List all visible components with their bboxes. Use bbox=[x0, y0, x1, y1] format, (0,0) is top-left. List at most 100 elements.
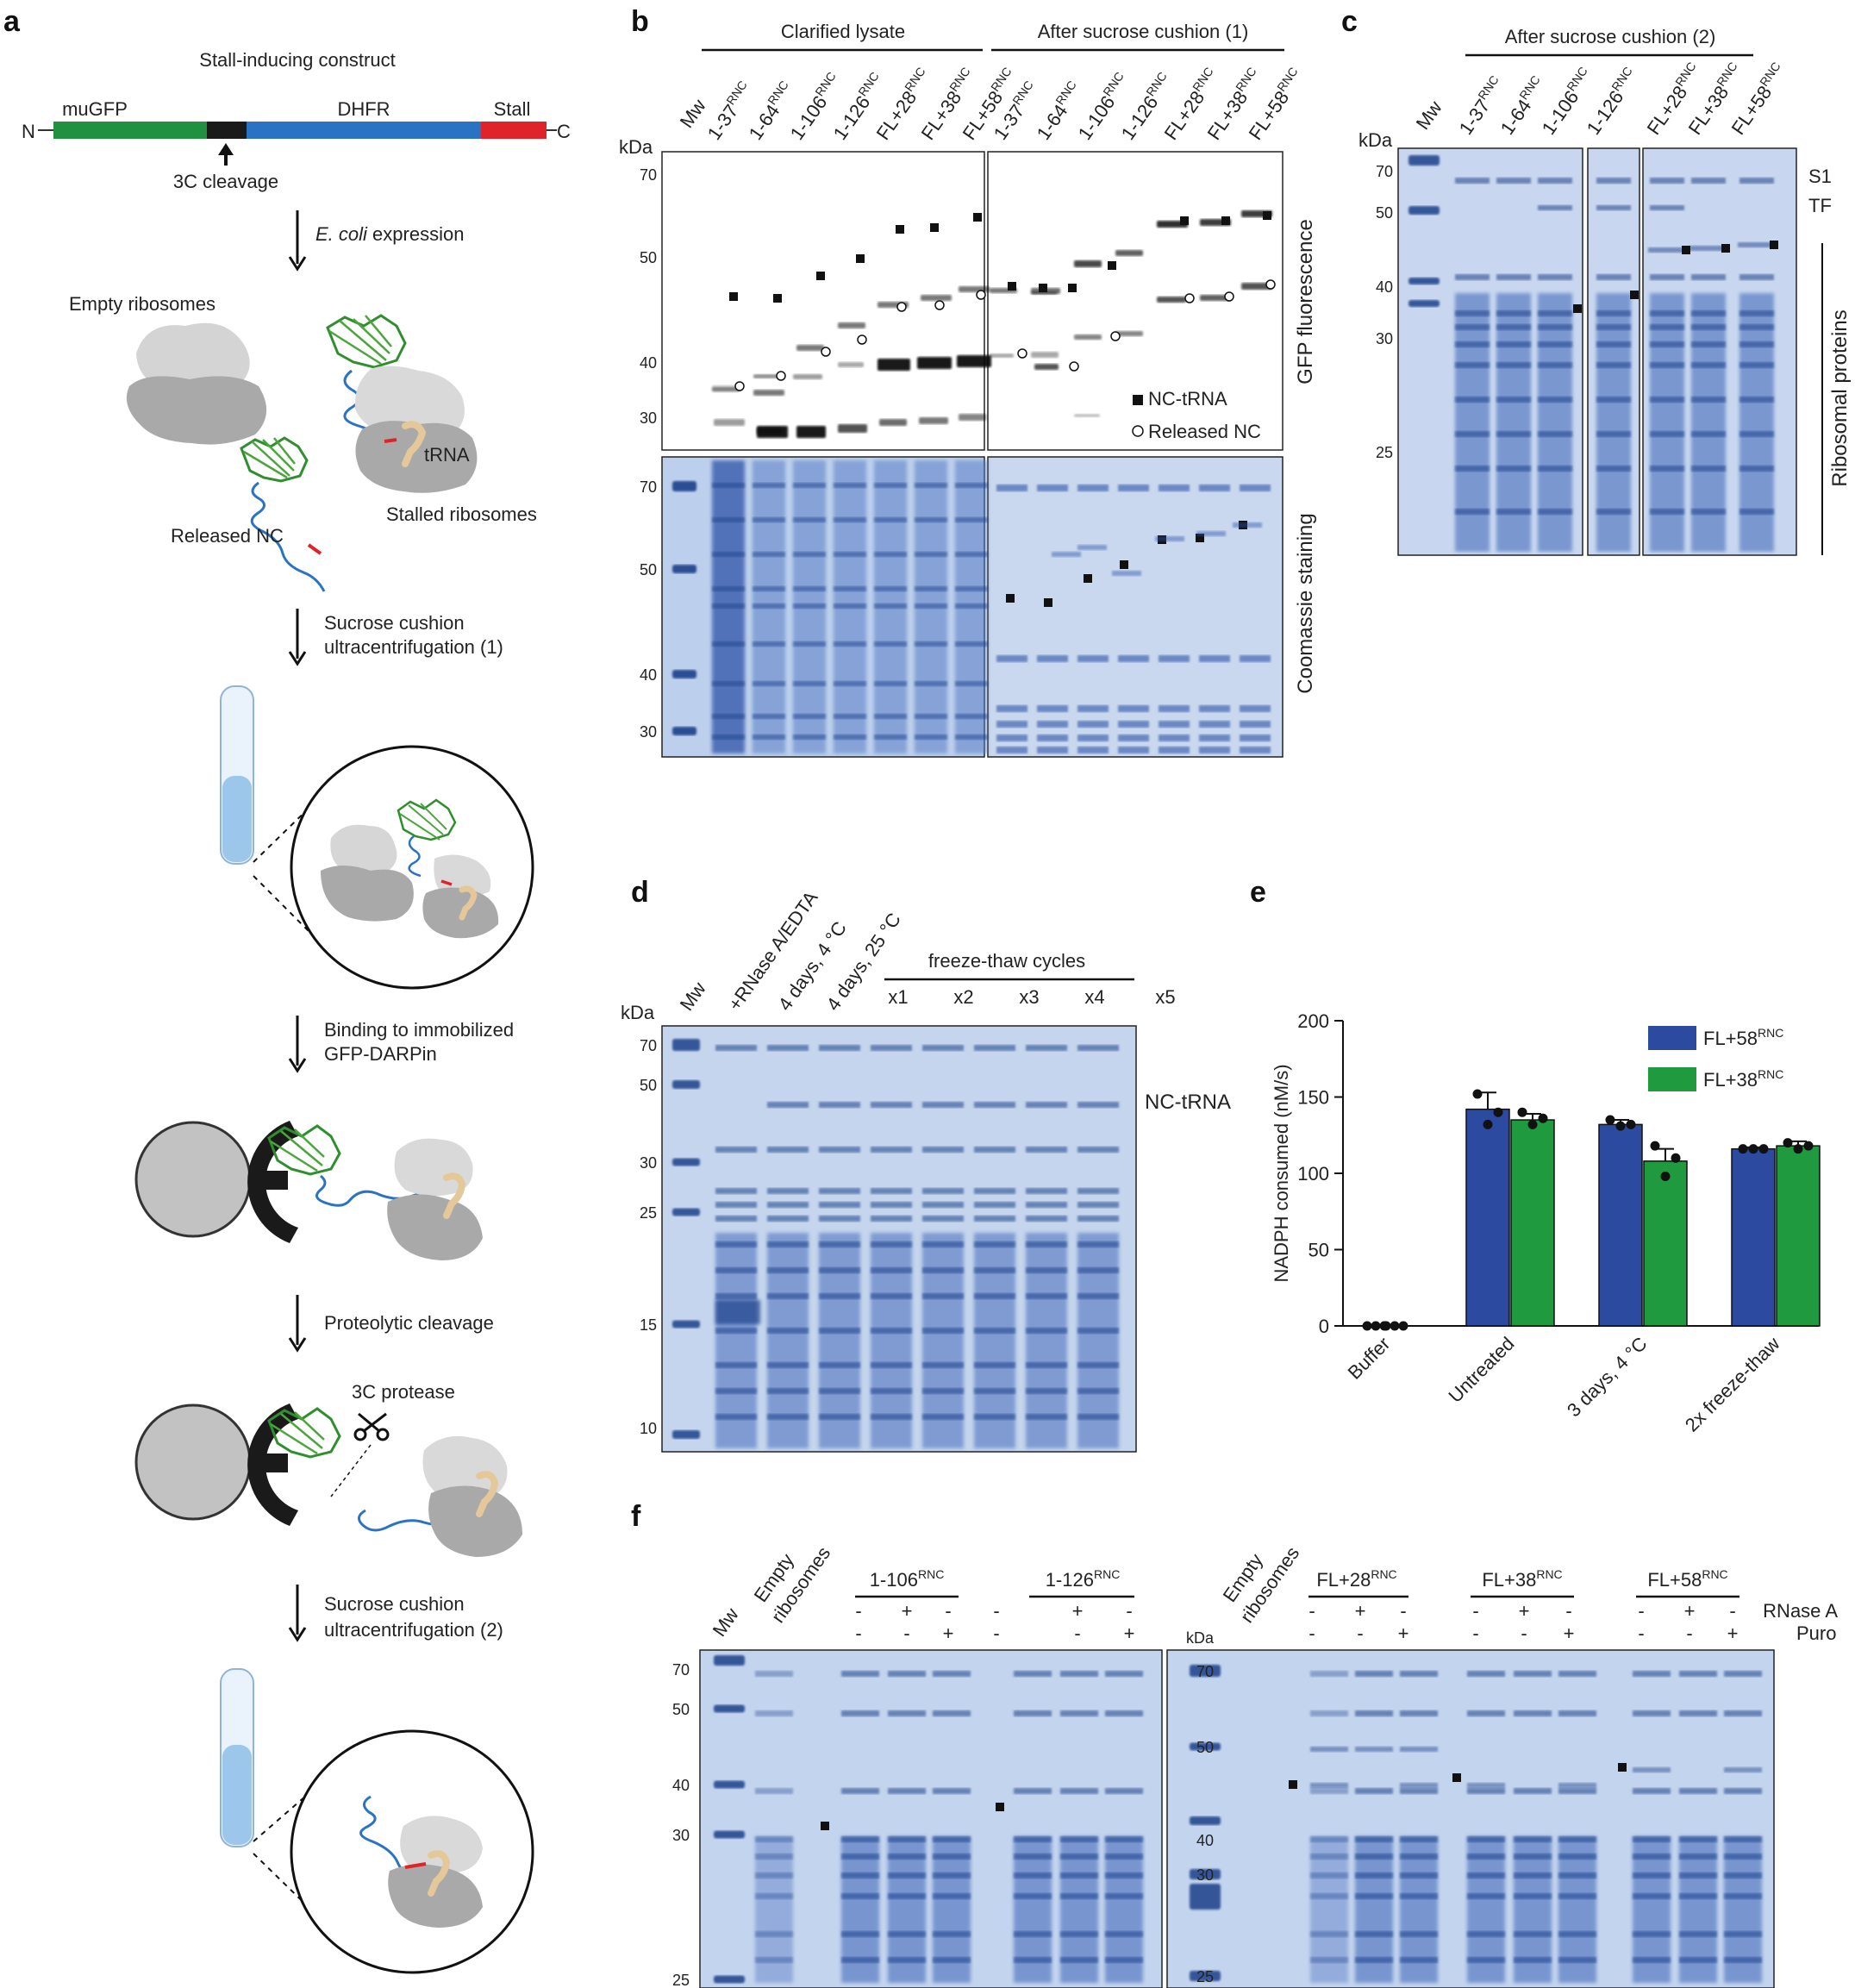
gel-band bbox=[1400, 1931, 1438, 1937]
gel-band bbox=[1105, 1957, 1143, 1963]
gel-band bbox=[874, 681, 907, 686]
group-clarified-lysate: Clarified lysate bbox=[781, 21, 905, 42]
mw-lane-label: Mw bbox=[1412, 97, 1446, 133]
gel-band bbox=[1026, 1147, 1067, 1153]
gel-band bbox=[1467, 1710, 1505, 1716]
gel-band bbox=[974, 1267, 1015, 1273]
gel-band bbox=[1105, 1893, 1143, 1899]
gel-band bbox=[871, 1045, 912, 1051]
gel-band bbox=[1538, 178, 1572, 184]
gel-band bbox=[1026, 1202, 1067, 1208]
gel-band bbox=[834, 517, 866, 522]
gel-band bbox=[874, 603, 907, 609]
gel-band bbox=[819, 1241, 860, 1247]
data-point bbox=[1381, 1321, 1391, 1331]
gel-band bbox=[1241, 283, 1272, 290]
ladder-band bbox=[1408, 206, 1440, 215]
gel-band bbox=[1679, 1931, 1717, 1937]
gel-band bbox=[753, 483, 785, 488]
kda-label: kDa bbox=[621, 1002, 655, 1023]
s1-label: S1 bbox=[1808, 166, 1832, 187]
empty-ribosome-icon bbox=[126, 322, 267, 445]
gel-band bbox=[879, 419, 907, 426]
y-tick-label: 0 bbox=[1319, 1316, 1329, 1337]
side-label-coomassie: Coomassie staining bbox=[1294, 513, 1317, 693]
tick-label: 30 bbox=[640, 1154, 657, 1172]
data-point bbox=[1626, 1119, 1636, 1129]
gel-band bbox=[793, 552, 826, 557]
centrifuge-tube-icon bbox=[220, 685, 254, 865]
gel-band bbox=[1118, 655, 1149, 662]
condition-sign: + bbox=[1684, 1600, 1696, 1622]
gel-band bbox=[1400, 1893, 1438, 1899]
legend-label: FL+38RNC bbox=[1703, 1067, 1783, 1091]
gel-band bbox=[974, 1388, 1015, 1394]
gel-band bbox=[1037, 721, 1068, 728]
gel-band bbox=[1648, 247, 1683, 253]
gel-band bbox=[1310, 1710, 1348, 1716]
tick-label: 40 bbox=[1196, 1832, 1214, 1849]
gel-band bbox=[1400, 1747, 1438, 1752]
gel-band bbox=[922, 1045, 964, 1051]
rnase-label: RNase A bbox=[1763, 1600, 1838, 1622]
gel-band bbox=[715, 1267, 757, 1273]
gel-band bbox=[715, 1216, 757, 1222]
gel-band bbox=[955, 735, 988, 740]
gel-band bbox=[819, 1328, 860, 1334]
step-sucrose-2-line2: ultracentrifugation (2) bbox=[324, 1619, 503, 1641]
ladder-band bbox=[1190, 1971, 1221, 1981]
gel-band bbox=[888, 1710, 926, 1716]
y-tick-label: 150 bbox=[1297, 1087, 1329, 1109]
gel-band bbox=[1633, 1788, 1671, 1794]
condition-sign: - bbox=[1638, 1600, 1644, 1622]
gel-band bbox=[1496, 362, 1531, 368]
gel-band bbox=[1014, 1854, 1052, 1860]
x-tick-label: Untreated bbox=[1445, 1333, 1519, 1407]
gel-band bbox=[1310, 1872, 1348, 1879]
gel-band bbox=[715, 1045, 757, 1051]
gel-band bbox=[767, 1267, 809, 1273]
gel-band bbox=[1538, 509, 1572, 515]
gel-band bbox=[1060, 1854, 1098, 1860]
data-point bbox=[1517, 1107, 1527, 1117]
nc-trna-marker bbox=[1180, 216, 1189, 225]
gel-band bbox=[1558, 1893, 1596, 1899]
gel-band bbox=[974, 1216, 1015, 1222]
gel-band bbox=[712, 517, 745, 522]
gel-band bbox=[1077, 705, 1109, 712]
nc-trna-marker bbox=[930, 223, 939, 232]
gel-band bbox=[841, 1710, 879, 1716]
kda-label: kDa bbox=[1358, 129, 1393, 151]
gel-band bbox=[922, 1102, 964, 1108]
gel-band bbox=[1077, 1328, 1119, 1334]
gel-band bbox=[1558, 1836, 1596, 1842]
gel-band bbox=[933, 1854, 971, 1860]
gel-band bbox=[1455, 431, 1490, 437]
legend-nc-trna: NC-tRNA bbox=[1148, 388, 1227, 409]
gel-band bbox=[841, 1788, 879, 1794]
gel-band bbox=[841, 1671, 879, 1677]
ribosome-icon bbox=[321, 824, 414, 922]
gel-band bbox=[1455, 397, 1490, 403]
panel-d: d kDa Mw +RNase A/EDTA 4 days, 4 °C 4 da… bbox=[621, 876, 1231, 1453]
gel-band bbox=[1538, 310, 1572, 316]
nc-trna-marker bbox=[856, 254, 865, 263]
tick-label: 25 bbox=[672, 1972, 690, 1988]
gel-band bbox=[753, 641, 785, 647]
gel-band bbox=[1596, 466, 1631, 472]
gel-band bbox=[1514, 1836, 1552, 1842]
nc-trna-marker bbox=[1573, 304, 1582, 313]
condition-sign: - bbox=[855, 1622, 861, 1644]
gel-band bbox=[834, 586, 866, 591]
construct-segment-stall bbox=[481, 122, 547, 139]
nc-trna-marker bbox=[1008, 282, 1016, 291]
data-point bbox=[1738, 1144, 1748, 1154]
gel-band bbox=[1037, 747, 1068, 753]
condition-sign: + bbox=[1355, 1600, 1366, 1622]
gel-band bbox=[1155, 536, 1184, 541]
gel-band bbox=[1558, 1931, 1596, 1937]
released-nc-marker bbox=[1184, 293, 1195, 303]
released-nc-marker bbox=[896, 302, 907, 312]
gel-band bbox=[1650, 466, 1684, 472]
panel-c: c After sucrose cushion (2) kDa Mw 1-37R… bbox=[1341, 5, 1852, 556]
